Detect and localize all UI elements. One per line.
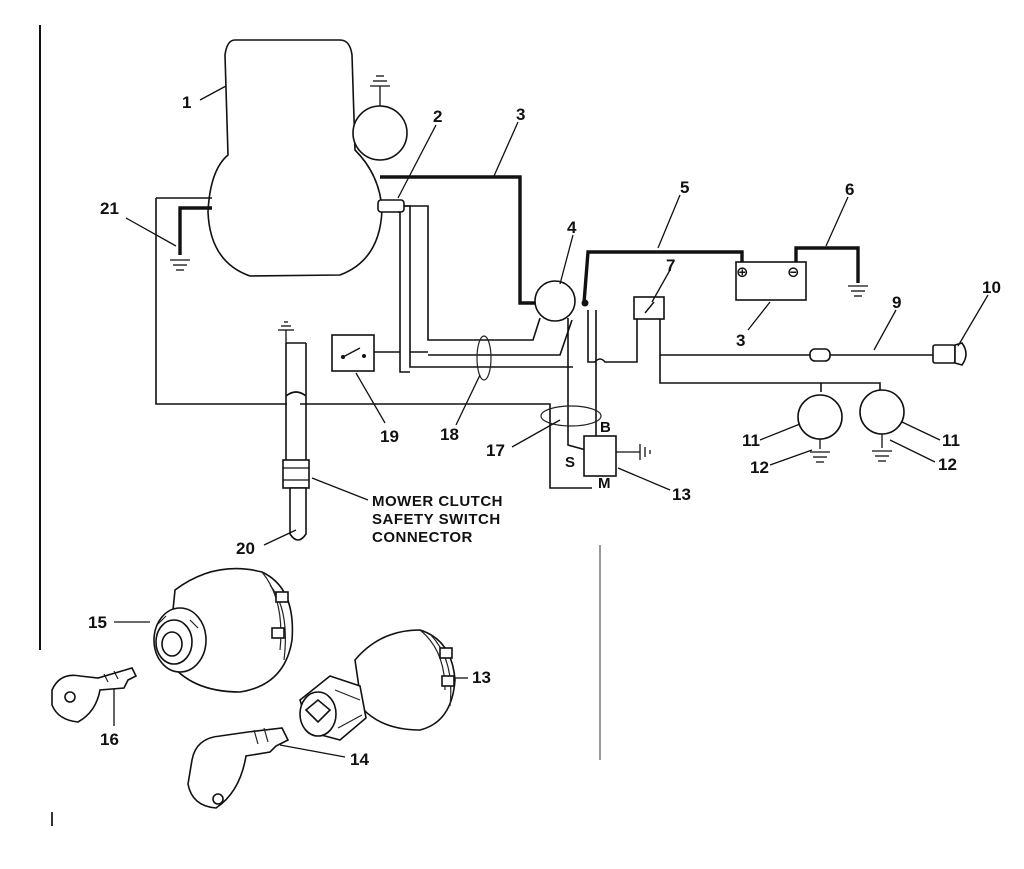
leader-lines	[113, 85, 989, 758]
harness-wire-c	[404, 205, 573, 368]
light-key-illustration	[51, 667, 138, 723]
callout-engine-terminal: 2	[433, 107, 442, 126]
callout-starter-cable: 3	[516, 105, 525, 124]
callout-solenoid: 4	[567, 218, 577, 237]
callout-light-key: 16	[100, 730, 119, 749]
mower-clutch-switch	[278, 321, 310, 541]
callout-harness-17: 17	[486, 441, 505, 460]
battery-positive-cable	[582, 250, 744, 304]
ignition-switch-illustration	[299, 629, 456, 741]
ignition-key-illustration	[187, 727, 290, 809]
headlight-left	[797, 394, 843, 463]
callout-mower-clutch-switch: 20	[236, 539, 255, 558]
seat-switch-wire	[373, 319, 573, 356]
harness-loop-18	[476, 335, 492, 381]
engine-ground-wire	[170, 206, 212, 271]
headlight-wiring	[659, 355, 881, 392]
harness-loop-17	[540, 405, 602, 427]
light-connector	[932, 344, 956, 364]
battery-ground	[848, 285, 868, 297]
callout-headlight-right: 11	[942, 431, 960, 450]
callout-ignition-key: 14	[350, 750, 369, 769]
headlight-right	[859, 389, 905, 462]
ignition-switch-schematic: B S M	[565, 419, 651, 492]
harness-wire-a	[155, 197, 592, 489]
engine	[207, 39, 383, 277]
note-line-2: SAFETY SWITCH	[372, 511, 501, 528]
seat-switch	[331, 334, 375, 372]
battery-negative-cable	[794, 246, 860, 283]
light-harness-wire	[659, 319, 935, 356]
battery: ⊕ ⊖	[735, 261, 807, 301]
note-line-3: CONNECTOR	[372, 529, 473, 546]
callout-seat-switch: 19	[380, 427, 399, 446]
ignition-feed-wires	[567, 310, 597, 451]
callout-connector: 10	[982, 278, 1001, 297]
callout-harness-18: 18	[440, 425, 459, 444]
light-switch-illustration	[153, 567, 294, 693]
inline-fuse	[809, 348, 831, 362]
callout-ground-left: 12	[750, 458, 769, 477]
callout-engine: 1	[182, 93, 191, 112]
battery-positive-symbol: ⊕	[736, 264, 749, 281]
note-line-1: MOWER CLUTCH	[372, 493, 503, 510]
harness-wire-b	[404, 205, 541, 341]
callout-engine-ground: 21	[100, 199, 119, 218]
callout-labels: 1 2 3 4 5 6 7 3 9 10 11 11 12 12 13 17 1…	[88, 93, 1001, 769]
callout-fuse: 7	[666, 256, 675, 275]
battery-negative-symbol: ⊖	[787, 264, 800, 281]
callout-ground-right: 12	[938, 455, 957, 474]
callout-light-switch: 15	[88, 613, 107, 632]
harness-wire-d	[398, 211, 410, 373]
callout-positive-cable: 5	[680, 178, 689, 197]
callout-light-harness: 9	[892, 293, 901, 312]
starter-solenoid	[534, 280, 576, 322]
starter-cable	[380, 175, 537, 305]
callout-ignition-switch: 13	[672, 485, 691, 504]
mower-clutch-note: MOWER CLUTCH SAFETY SWITCH CONNECTOR	[372, 493, 503, 546]
terminal-b-label: B	[600, 419, 611, 436]
callout-ignition-switch-part: 13	[472, 668, 491, 687]
terminal-s-label: S	[565, 454, 575, 471]
callout-negative-cable: 6	[845, 180, 854, 199]
solenoid-terminal-dot	[581, 299, 589, 307]
engine-terminal	[377, 199, 405, 213]
terminal-m-label: M	[598, 475, 611, 492]
callout-battery: 3	[736, 331, 745, 350]
callout-headlight-left: 11	[742, 431, 760, 450]
starter-motor	[352, 75, 408, 161]
fuse-feed-wire	[587, 310, 638, 363]
